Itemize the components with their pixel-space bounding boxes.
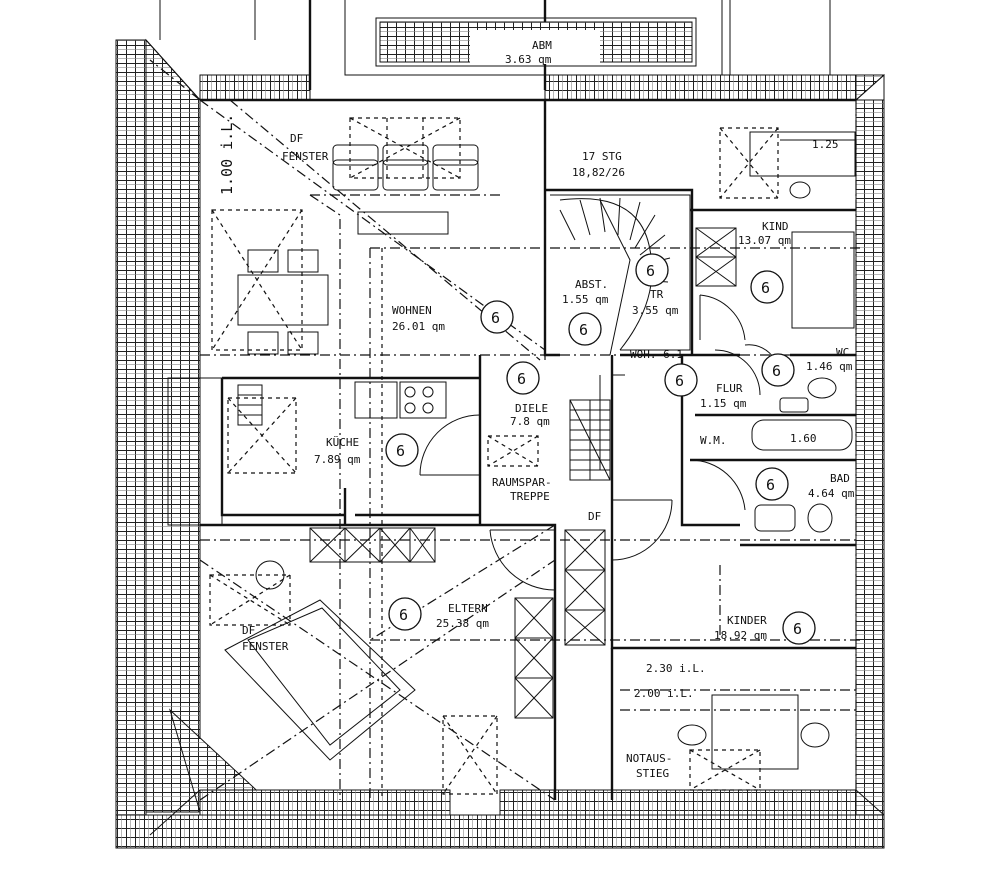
wc-name: WC bbox=[836, 346, 849, 359]
kinder-name: KINDER bbox=[727, 614, 767, 627]
marker-kueche: 6 bbox=[385, 433, 419, 467]
svg-text:6: 6 bbox=[517, 370, 526, 388]
bad-name: BAD bbox=[830, 472, 850, 485]
svg-text:6: 6 bbox=[646, 262, 655, 280]
cross-boxes bbox=[309, 227, 737, 719]
raumspar-stair bbox=[569, 399, 611, 481]
svg-text:6: 6 bbox=[399, 606, 408, 624]
circle-markers: 6 6 6 6 6 6 6 6 6 6 6 bbox=[385, 253, 816, 645]
marker-bad: 6 bbox=[755, 467, 789, 501]
notaus-a: NOTAUS- bbox=[626, 752, 672, 765]
stairs-count: 17 STG bbox=[582, 150, 622, 163]
width-125: 1.25 bbox=[812, 138, 839, 151]
raumspar-b: TREPPE bbox=[510, 490, 550, 503]
abst-area: 1.55 qm bbox=[562, 293, 609, 306]
height-left: 1.00 i.L. bbox=[218, 114, 236, 195]
eltern-name: ELTERN bbox=[448, 602, 488, 615]
df-fenster-2b: FENSTER bbox=[242, 640, 289, 653]
skylights bbox=[209, 117, 779, 795]
svg-text:6: 6 bbox=[396, 442, 405, 460]
slope-lines bbox=[149, 59, 860, 801]
svg-text:6: 6 bbox=[579, 321, 588, 339]
marker-flur: 6 bbox=[664, 363, 698, 397]
kind-area: 13.07 qm bbox=[738, 234, 791, 247]
marker-wc: 6 bbox=[761, 353, 795, 387]
stairs-ratio: 18,82/26 bbox=[572, 166, 625, 179]
marker-tr: 6 bbox=[635, 253, 669, 287]
height-230: 2.30 i.L. bbox=[646, 662, 706, 675]
tr-area: 3.55 qm bbox=[632, 304, 679, 317]
roof-tiles bbox=[115, 38, 885, 849]
kinder-area: 18.92 qm bbox=[714, 629, 767, 642]
diele-area: 7.8 qm bbox=[510, 415, 550, 428]
marker-wohnen: 6 bbox=[480, 300, 514, 334]
wohn-label: WOH. 6.1 bbox=[630, 348, 683, 361]
kueche-name: KÜCHE bbox=[326, 436, 359, 449]
eltern-area: 25.38 qm bbox=[436, 617, 489, 630]
abst-name: ABST. bbox=[575, 278, 608, 291]
kueche-area: 7.89 qm bbox=[314, 453, 361, 466]
svg-text:6: 6 bbox=[491, 309, 500, 327]
df-small: DF bbox=[588, 510, 601, 523]
raumspar-a: RAUMSPAR- bbox=[492, 476, 552, 489]
abm-area: 3.63 qm bbox=[505, 53, 552, 66]
wc-area: 1.46 qm bbox=[806, 360, 853, 373]
abm-name: ABM bbox=[532, 39, 552, 52]
notaus-b: STIEG bbox=[636, 767, 669, 780]
marker-eltern: 6 bbox=[388, 597, 422, 631]
height-200: 2.00 i.L. bbox=[634, 687, 694, 700]
svg-text:6: 6 bbox=[793, 620, 802, 638]
marker-kinder: 6 bbox=[782, 611, 816, 645]
width-160: 1.60 bbox=[790, 432, 817, 445]
labels: ABM 3.63 qm DF FENSTER 1.00 i.L. 17 STG … bbox=[218, 39, 855, 780]
marker-abst: 6 bbox=[568, 312, 602, 346]
tr-name: TR bbox=[650, 288, 664, 301]
svg-text:6: 6 bbox=[772, 362, 781, 380]
diele-name: DIELE bbox=[515, 402, 548, 415]
svg-text:6: 6 bbox=[761, 279, 770, 297]
furniture bbox=[224, 131, 856, 770]
flur-area: 1.15 qm bbox=[700, 397, 747, 410]
marker-diele: 6 bbox=[506, 361, 540, 395]
svg-text:6: 6 bbox=[675, 372, 684, 390]
dormer-abm bbox=[159, 0, 831, 90]
wohnen-area: 26.01 qm bbox=[392, 320, 445, 333]
df-fenster-1a: DF bbox=[290, 132, 303, 145]
kind-name: KIND bbox=[762, 220, 789, 233]
svg-text:6: 6 bbox=[766, 476, 775, 494]
df-fenster-2a: DF bbox=[242, 624, 255, 637]
bad-area: 4.64 qm bbox=[808, 487, 855, 500]
df-fenster-1b: FENSTER bbox=[282, 150, 329, 163]
marker-kind: 6 bbox=[750, 270, 784, 304]
flur-name: FLUR bbox=[716, 382, 743, 395]
wohnen-name: WOHNEN bbox=[392, 304, 432, 317]
wm-label: W.M. bbox=[700, 434, 727, 447]
